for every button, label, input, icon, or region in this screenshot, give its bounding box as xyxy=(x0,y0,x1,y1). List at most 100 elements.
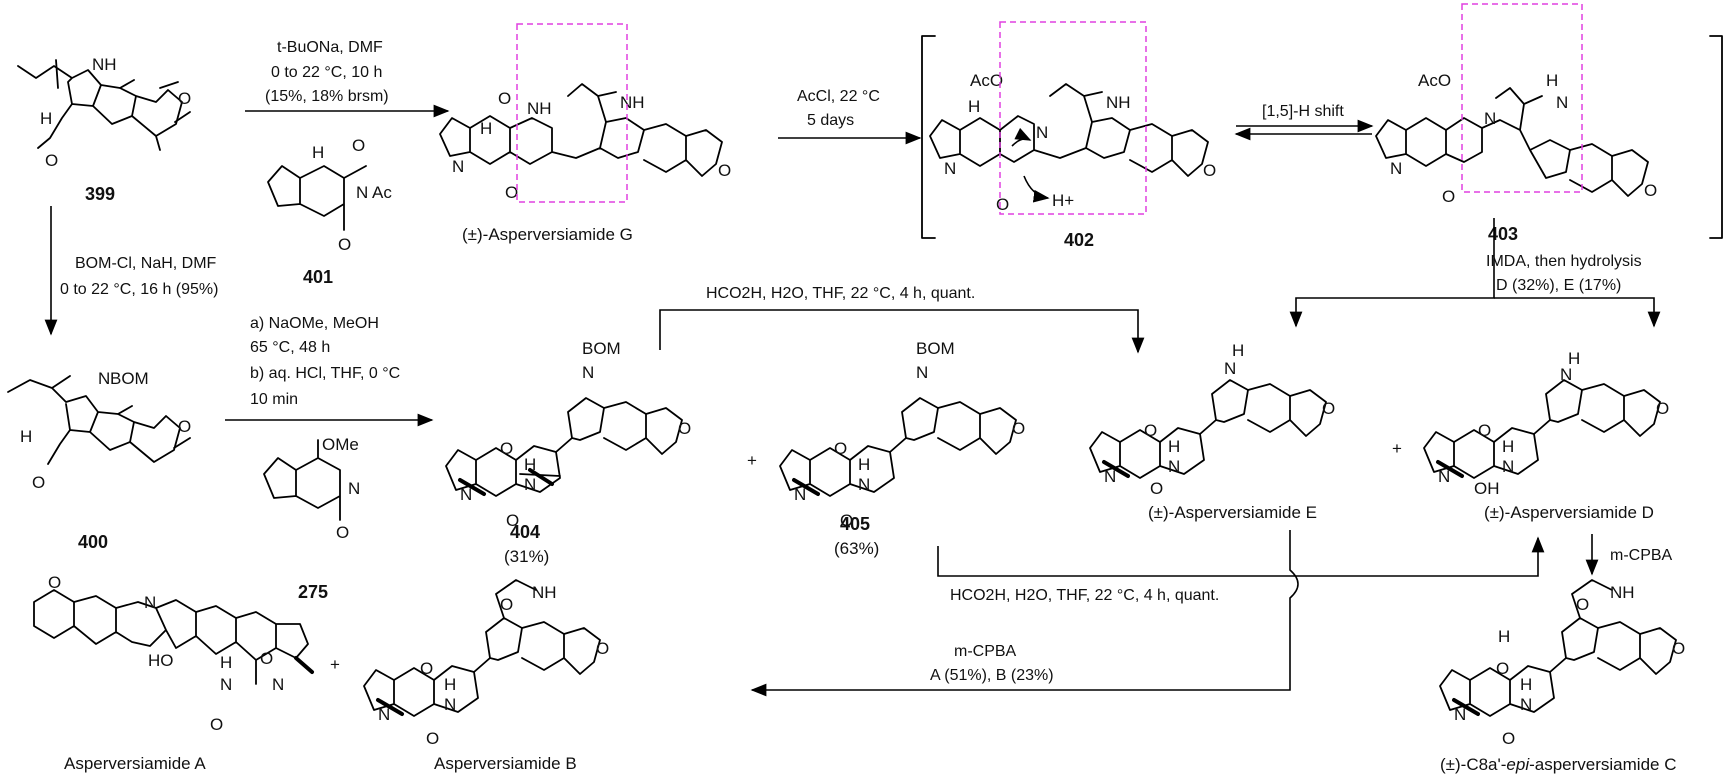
atom-H: H xyxy=(1502,437,1514,456)
atom-O: O xyxy=(498,89,511,108)
name-part-epi: epi xyxy=(1506,755,1530,774)
compound-label-401: 401 xyxy=(303,267,333,287)
atom-N: N xyxy=(794,485,806,504)
atom-N: N xyxy=(444,695,456,714)
atom-NH: NH xyxy=(532,583,557,602)
cond-step4-line2: 0 to 22 °C, 16 h (95%) xyxy=(60,281,218,298)
atom-NH: NH xyxy=(1106,93,1131,112)
structure-275: OMe N O 275 xyxy=(263,435,360,602)
atom-O: O xyxy=(1322,399,1335,418)
yield-405: (63%) xyxy=(834,539,879,558)
atom-H: H xyxy=(20,427,32,446)
atom-N: N xyxy=(98,369,110,388)
atom-N: N xyxy=(220,675,232,694)
atom-H: H xyxy=(858,455,870,474)
structure-400: N BOM H O O 400 xyxy=(7,369,191,552)
plus-sign: + xyxy=(330,655,340,674)
atom-NH: NH xyxy=(527,99,552,118)
atom-N: N xyxy=(272,675,284,694)
name-asperversiamide-B: Asperversiamide B xyxy=(434,754,577,773)
atom-H: H xyxy=(524,455,536,474)
atom-N: N xyxy=(356,183,368,202)
cond-step5-line1: a) NaOMe, MeOH xyxy=(250,315,379,332)
cond-step9-line1: m-CPBA xyxy=(954,643,1017,660)
atom-N: N xyxy=(1438,467,1450,486)
atom-O: O xyxy=(500,595,513,614)
atom-O: O xyxy=(1672,639,1685,658)
atom-O: O xyxy=(1576,595,1589,614)
name-part-prefix: (±)-C8a'- xyxy=(1440,755,1506,774)
cond-step5-line3: b) aq. HCl, THF, 0 °C xyxy=(250,365,400,382)
cond-step8: HCO2H, H2O, THF, 22 °C, 4 h, quant. xyxy=(950,587,1219,604)
atom-O: O xyxy=(678,419,691,438)
atom-O: O xyxy=(178,417,191,436)
atom-N: N xyxy=(1454,705,1466,724)
structure-asperversiamide-G: O NH H N O NH O (±)-Asperversiamide G xyxy=(439,23,731,244)
atom-N: N xyxy=(348,479,360,498)
atom-H: H xyxy=(220,653,232,672)
atom-O: O xyxy=(1442,187,1455,206)
atom-H: H xyxy=(480,119,492,138)
atom-O: O xyxy=(45,151,58,170)
atom-AcO: AcO xyxy=(970,71,1003,90)
atom-H: H xyxy=(1568,349,1580,368)
cond-step1-line2: 0 to 22 °C, 10 h xyxy=(271,64,382,81)
atom-O: O xyxy=(260,649,273,668)
structure-401: H O N Ac O 401 xyxy=(267,136,392,287)
arrow-IMDA-to-D xyxy=(1494,297,1661,328)
name-part-suffix: -asperversiamide C xyxy=(1529,755,1676,774)
cond-step2-line2: 5 days xyxy=(807,112,854,129)
atom-O: O xyxy=(426,729,439,748)
compound-label-405: 405 xyxy=(840,514,870,534)
name-asperversiamide-E: (±)-Asperversiamide E xyxy=(1148,503,1317,522)
atom-NH: NH xyxy=(92,55,117,74)
name-asperversiamide-D: (±)-Asperversiamide D xyxy=(1484,503,1654,522)
atom-N: N xyxy=(452,157,464,176)
atom-HO: HO xyxy=(148,651,174,670)
atom-H: H xyxy=(968,97,980,116)
atom-O: O xyxy=(48,573,61,592)
intermediate-bracket xyxy=(921,35,1723,239)
compound-label-400: 400 xyxy=(78,532,108,552)
name-asperversiamide-G: (±)-Asperversiamide G xyxy=(462,225,633,244)
compound-label-404: 404 xyxy=(510,522,540,542)
atom-N: N xyxy=(944,159,956,178)
atom-H: H xyxy=(312,143,324,162)
yield-404: (31%) xyxy=(504,547,549,566)
arrow-step9 xyxy=(750,530,1299,697)
compound-label-275: 275 xyxy=(298,582,328,602)
atom-BOM: BOM xyxy=(916,339,955,358)
structure-asperversiamide-D: H N O H N N OH O (±)-Asperversiamide D xyxy=(1423,349,1669,522)
atom-Ac: Ac xyxy=(372,183,392,202)
atom-O: O xyxy=(1644,181,1657,200)
atom-O: O xyxy=(506,511,519,530)
atom-O: O xyxy=(996,195,1009,214)
atom-N: N xyxy=(1484,109,1496,128)
plus-sign: + xyxy=(747,451,757,470)
atom-N: N xyxy=(1390,159,1402,178)
compound-label-402: 402 xyxy=(1064,230,1094,250)
atom-O: O xyxy=(352,136,365,155)
cond-step10: m-CPBA xyxy=(1610,547,1673,564)
atom-O: O xyxy=(1656,399,1669,418)
cond-step2-line1: AcCl, 22 °C xyxy=(797,88,880,105)
atom-O: O xyxy=(840,511,853,530)
atom-N: N xyxy=(1104,467,1116,486)
atom-O: O xyxy=(718,161,731,180)
structure-asperversiamide-B: O NH O H N N O O Asperversiamide B xyxy=(363,579,609,773)
cond-step7: HCO2H, H2O, THF, 22 °C, 4 h, quant. xyxy=(706,285,975,302)
conditions-step2: AcCl, 22 °C 5 days xyxy=(797,88,880,129)
arrow-step8 xyxy=(937,536,1545,577)
highlight-box-G xyxy=(516,23,628,203)
arrow-IMDA-to-E xyxy=(1289,218,1495,328)
atom-O: O xyxy=(32,473,45,492)
name-asperversiamide-A: Asperversiamide A xyxy=(64,754,206,773)
atom-O: O xyxy=(420,659,433,678)
cond-step6-line1: IMDA, then hydrolysis xyxy=(1486,253,1642,270)
atom-O: O xyxy=(500,439,513,458)
cond-step3: [1,5]-H shift xyxy=(1262,103,1344,120)
plus-sign: + xyxy=(1392,439,1402,458)
structure-asperversiamide-E: H N O H N N O O (±)-Asperversiamide E xyxy=(1089,341,1335,522)
atom-AcO: AcO xyxy=(1418,71,1451,90)
